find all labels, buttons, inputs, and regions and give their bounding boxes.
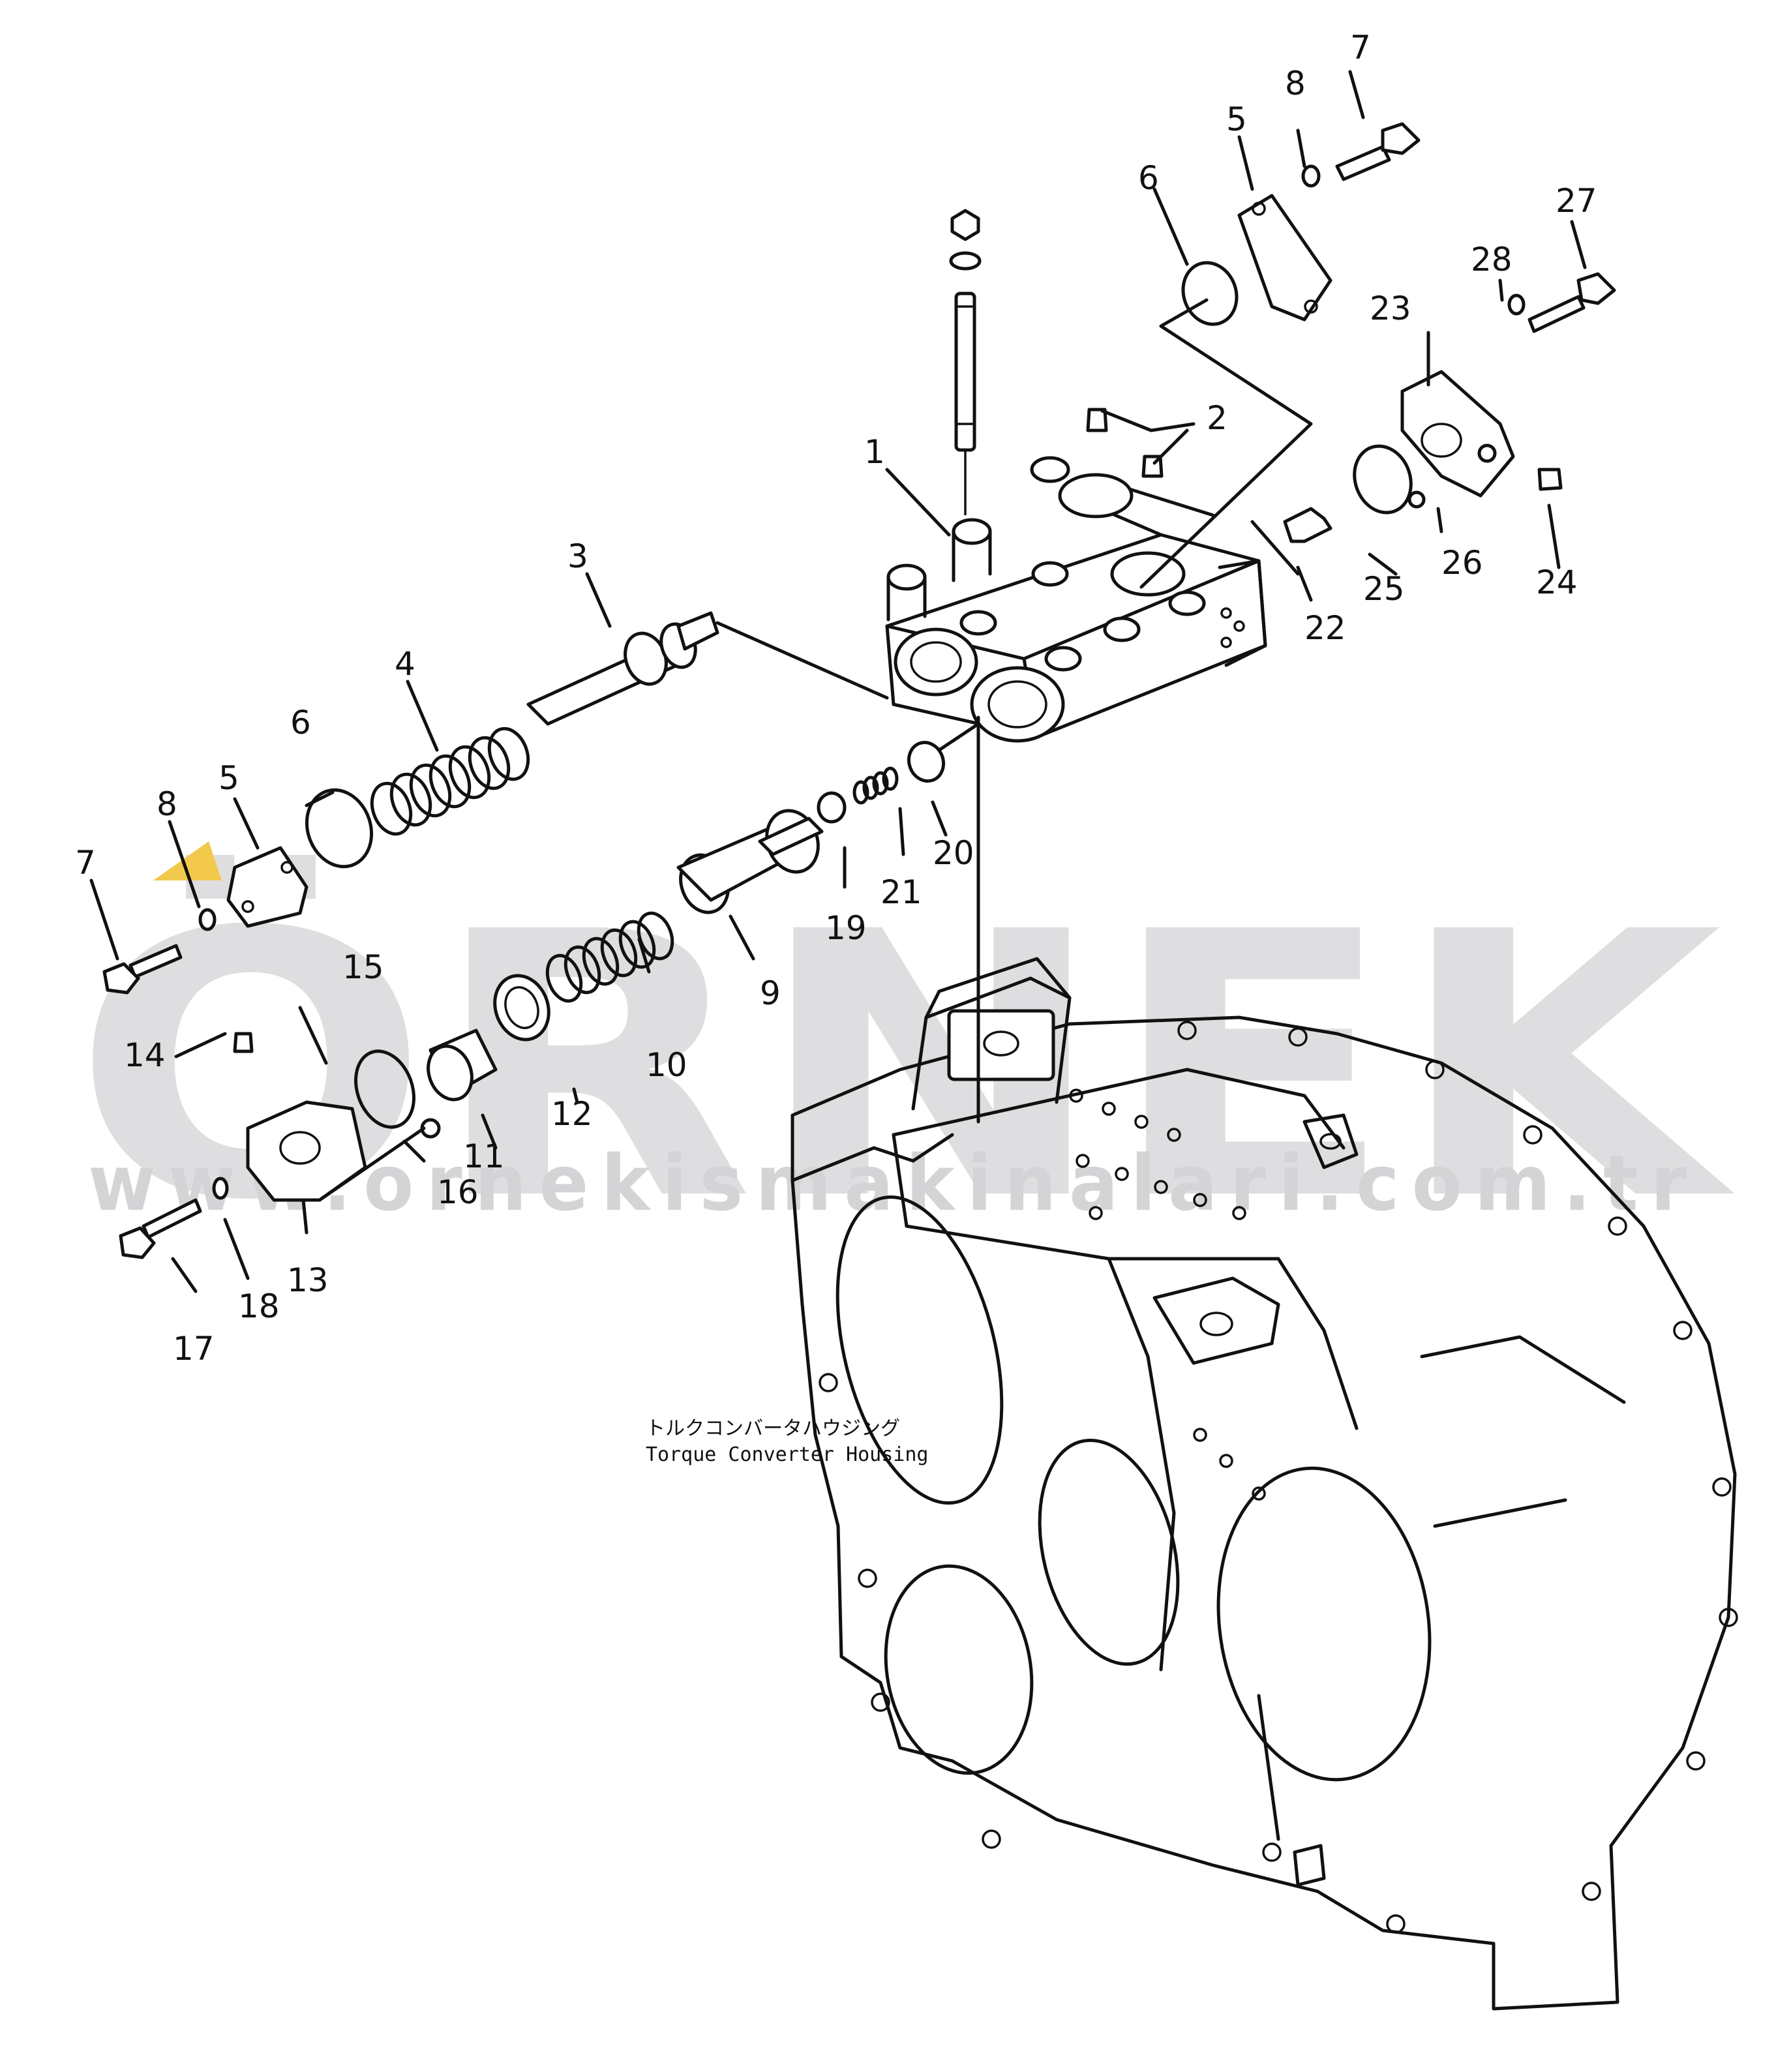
callout-19: 19 [825,909,867,947]
callout-5-top: 5 [1226,100,1247,138]
callout-26: 26 [1441,544,1483,582]
torque-converter-housing [790,957,1738,2011]
top-cover-group [1181,122,1421,326]
callout-18: 18 [238,1287,280,1325]
watermark-umlaut-accent [153,841,222,880]
housing-label-english: Torque Converter Housing [646,1443,928,1466]
callout-8-top: 8 [1285,65,1306,102]
leader-lines [89,70,1587,1293]
callout-24: 24 [1536,563,1578,601]
spring-10-coils [545,911,674,1003]
callout-1: 1 [864,433,885,471]
callout-3: 3 [567,537,588,575]
lower-spool-group [119,722,980,1259]
callout-22: 22 [1304,609,1346,647]
callout-7-top: 7 [1350,29,1371,67]
callout-8: 8 [157,785,177,823]
spring-21 [852,766,899,805]
callout-20: 20 [933,834,974,872]
callout-7: 7 [75,844,96,882]
housing-label-japanese: トルクコンバータハウジング [646,1417,900,1440]
housing-label: トルクコンバータハウジング Torque Converter Housing [646,1417,928,1466]
callout-6: 6 [290,704,311,742]
callout-14: 14 [124,1036,166,1074]
callout-15: 15 [342,948,384,986]
callout-4: 4 [395,645,415,683]
right-cover-group [1283,272,1616,543]
callout-6-top: 6 [1138,159,1159,197]
callout-16: 16 [437,1173,479,1211]
callout-13: 13 [287,1261,329,1299]
callout-21: 21 [880,873,922,911]
callout-28: 28 [1471,241,1513,278]
callout-2: 2 [1207,399,1227,437]
callout-12: 12 [551,1095,593,1133]
callout-23: 23 [1370,290,1411,327]
stud-nut-washer [949,209,982,515]
spring-4-coils [370,727,530,836]
callout-10: 10 [646,1046,687,1084]
callout-17: 17 [173,1330,215,1368]
callout-25: 25 [1363,570,1405,608]
callout-11: 11 [463,1137,505,1175]
upper-spool-group [102,611,889,995]
callout-5: 5 [218,759,239,797]
valve-body [885,456,1267,743]
callout-9: 9 [760,974,781,1012]
callout-27: 27 [1556,182,1597,220]
callout-numbers: 1 2 3 4 5 5 6 6 7 7 8 8 9 10 11 12 13 14… [75,29,1597,1368]
